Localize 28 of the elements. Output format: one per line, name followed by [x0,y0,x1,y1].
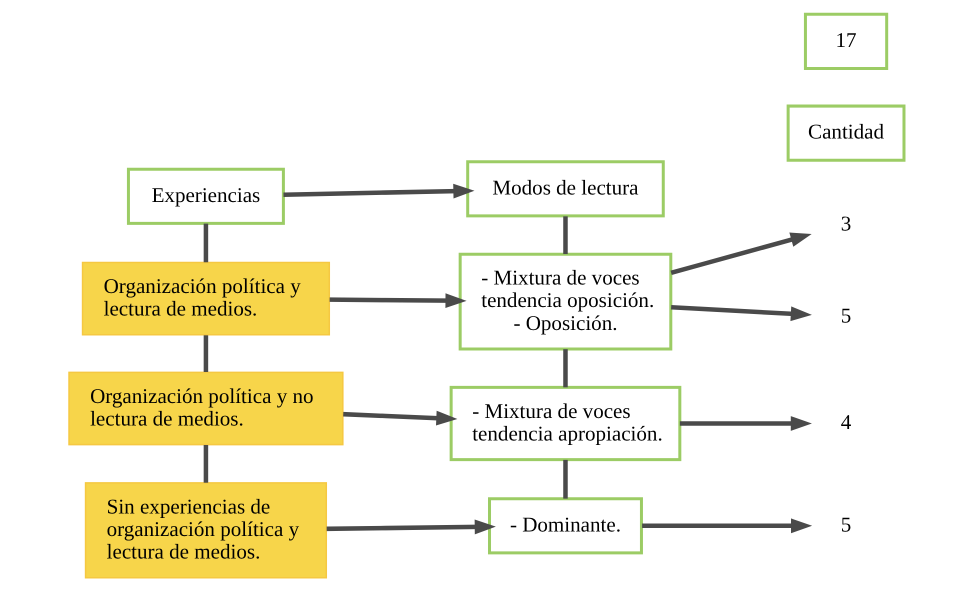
arrow [326,520,496,534]
arrow [342,410,457,426]
node-box: Cantidad [786,104,905,162]
node-text: 5 [840,303,851,328]
connector [203,445,208,483]
node-box: Sin experiencias de organización política y lectura de medios. [84,482,327,578]
connector [562,349,568,388]
arrow [670,305,812,322]
node-box: 17 [803,12,888,70]
node-text: 5 [840,512,851,536]
arrow [329,293,466,308]
connector [203,335,208,372]
arrow [670,232,812,276]
node-box: Experiencias [126,168,284,225]
node-box: - Mixtura de voces tendencia oposición. - Oposición. [458,252,672,351]
connector [562,460,568,499]
connector [562,216,568,254]
arrow [282,184,474,199]
node-box: Modos de lectura [466,160,664,218]
node-text: 4 [840,410,851,434]
arrow [642,518,812,534]
node-text: 3 [840,211,851,236]
arrow [679,416,812,431]
node-box: - Mixtura de voces tendencia apropiación. [449,386,681,462]
node-box: Organización política y lectura de medios. [81,262,330,336]
node-box: Organización política y no lectura de medios. [68,372,344,446]
connector [203,224,208,262]
node-box: - Dominante. [488,497,642,554]
